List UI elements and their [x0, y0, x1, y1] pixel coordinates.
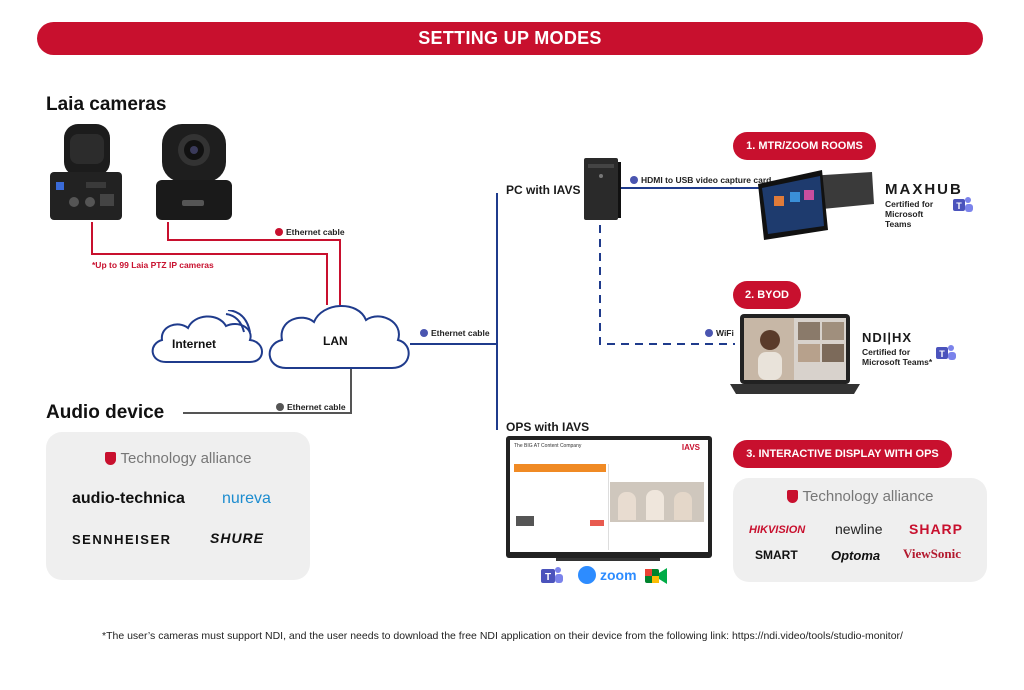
zoom-logo: zoom	[578, 566, 637, 584]
brand-sennheiser: SENNHEISER	[72, 532, 172, 547]
ops-label: OPS with IAVS	[506, 420, 590, 434]
ethernet-icon	[420, 328, 428, 337]
mode-3-badge: 3. INTERACTIVE DISPLAY WITH OPS	[733, 440, 952, 468]
ethernet-icon	[275, 227, 283, 236]
camera-ethernet-label: Ethernet cable	[275, 227, 345, 237]
svg-text:T: T	[939, 349, 945, 359]
brand-nureva: nureva	[222, 490, 271, 507]
display-screen: The BIG AT Content Company IAVS	[510, 440, 708, 552]
interactive-display: The BIG AT Content Company IAVS	[506, 436, 712, 558]
shield-icon	[104, 452, 116, 465]
internet-cloud-icon	[151, 315, 263, 363]
mode-1-badge: 1. MTR/ZOOM ROOMS	[733, 132, 876, 160]
screen-brand: IAVS	[681, 443, 700, 452]
camera1-cable	[91, 222, 328, 305]
zoom-icon	[578, 566, 596, 584]
pc-tower-icon	[584, 158, 621, 220]
hdmi-label: HDMI to USB video capture card	[630, 175, 771, 185]
mode-2-cert: Certified for Microsoft Teams*	[862, 347, 933, 367]
wifi-label: WiFi	[705, 328, 734, 338]
teams-icon: T	[541, 567, 563, 583]
meet-icon	[645, 568, 667, 584]
wifi-icon	[705, 328, 713, 337]
shield-icon	[786, 490, 798, 503]
screen-company: The BIG AT Content Company	[514, 443, 582, 449]
audio-heading: Audio device	[46, 402, 165, 423]
header-banner: SETTING UP MODES	[37, 22, 983, 55]
brand-smart: SMART	[755, 548, 798, 562]
brand-newline: newline	[835, 521, 883, 537]
screen-orange-bar	[514, 464, 606, 472]
brand-shure: SHURE	[210, 530, 265, 546]
ethernet-icon	[276, 402, 284, 411]
svg-text:T: T	[545, 572, 551, 583]
mode-2-badge: 2. BYOD	[733, 281, 801, 309]
cameras-heading: Laia cameras	[46, 94, 167, 115]
brand-audio-technica: audio-technica	[72, 490, 185, 507]
audio-alliance-panel: Technology alliance audio-technica nurev…	[46, 432, 310, 580]
screen-video-feed	[610, 482, 704, 522]
maxhub-logo: MAXHUB	[885, 181, 963, 198]
brand-optoma: Optoma	[831, 548, 881, 563]
audio-cable	[183, 362, 352, 414]
audio-alliance-title: Technology alliance	[46, 450, 310, 467]
teams-icon: T	[936, 345, 956, 360]
mode-1-cert: Certified for Microsoft Teams	[885, 199, 934, 229]
lan-cloud-icon	[268, 305, 410, 369]
audio-ethernet-label: Ethernet cable	[276, 402, 346, 412]
banner-title: SETTING UP MODES	[418, 28, 602, 48]
brand-viewsonic: ViewSonic	[903, 546, 962, 561]
teams-icon: T	[953, 197, 973, 212]
footnote: *The user’s cameras must support NDI, an…	[102, 630, 903, 642]
camera2-cable	[167, 222, 341, 305]
ptz-camera-front-icon	[156, 124, 232, 220]
maxhub-device-icon	[758, 170, 874, 240]
ndi-logo: NDI|HX	[862, 330, 913, 345]
laptop-icon	[730, 314, 860, 394]
wireless-signal-icon	[225, 310, 251, 333]
lan-to-pc-ethernet-label: Ethernet cable	[420, 328, 490, 338]
wifi-line	[599, 225, 735, 345]
lan-label: LAN	[323, 334, 348, 348]
ptz-camera-back-icon	[50, 124, 122, 220]
display-alliance-panel: Technology alliance HIKVISION newline SH…	[733, 478, 987, 582]
camera-count-note: *Up to 99 Laia PTZ IP cameras	[92, 260, 214, 270]
brand-hikvision: HIKVISION	[749, 524, 806, 536]
display-alliance-title: Technology alliance	[733, 488, 987, 505]
pc-label: PC with IAVS	[506, 183, 581, 197]
internet-label: Internet	[172, 337, 217, 351]
brand-sharp: SHARP	[909, 521, 964, 537]
usb-icon	[630, 175, 638, 184]
svg-text:T: T	[956, 201, 962, 211]
